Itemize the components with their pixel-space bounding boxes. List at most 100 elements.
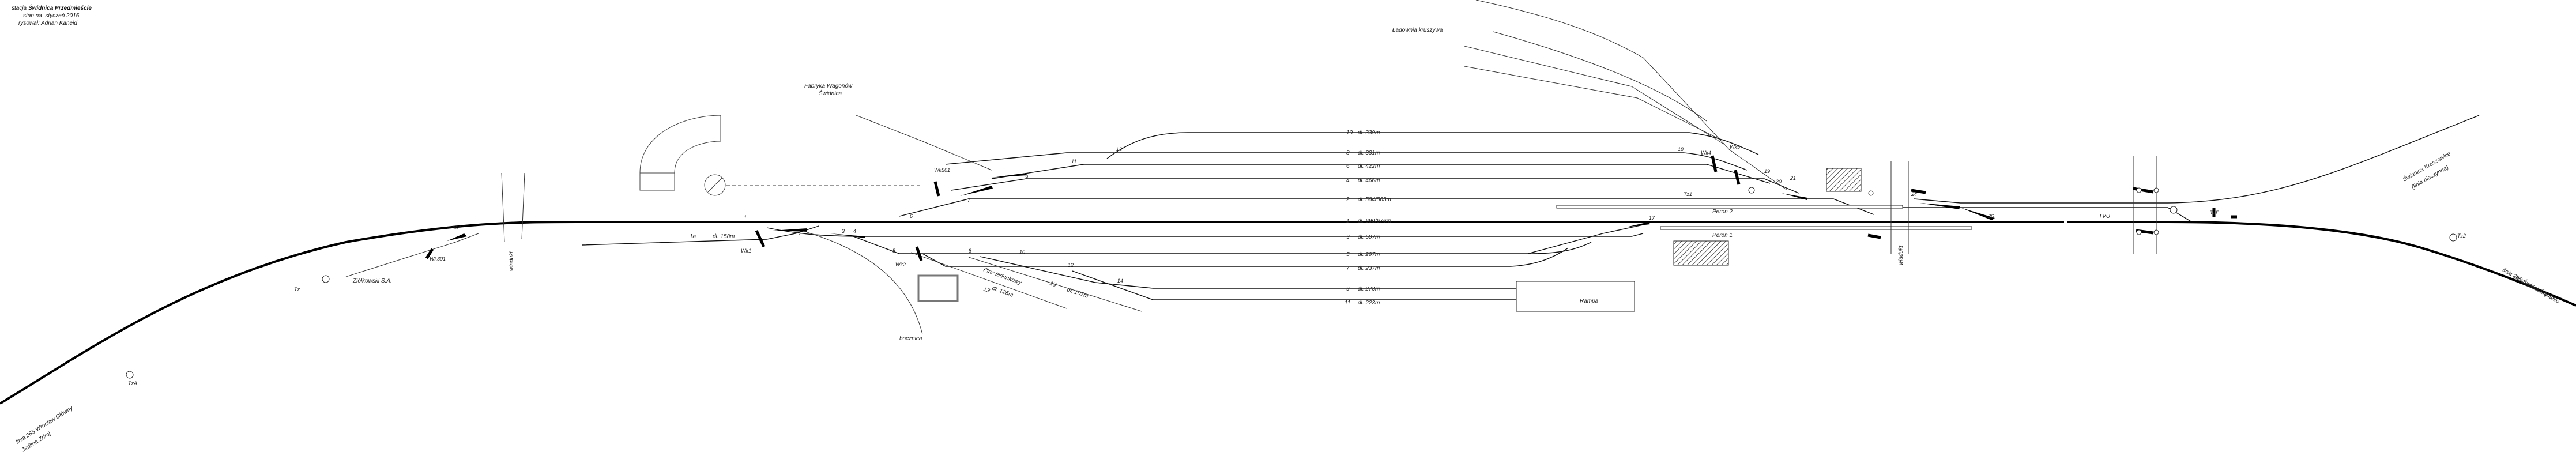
signal-wk1: Wk1	[741, 248, 751, 254]
signal-wk5: Wk5	[1730, 144, 1741, 150]
signal-wk2: Wk2	[895, 262, 906, 268]
signal-tz1: Tz1	[1684, 191, 1692, 197]
label-bocznica: bocznica	[899, 336, 922, 342]
switch-14: 14	[1117, 278, 1123, 284]
label-plac: Plac ładunkowy	[982, 266, 1023, 286]
switch-7: 7	[967, 197, 971, 203]
bridge-left-a	[501, 172, 505, 243]
switch-17: 17	[1649, 215, 1655, 221]
switch-4: 4	[853, 228, 856, 234]
ramp-box	[1516, 281, 1635, 312]
switch-2: 2	[798, 231, 801, 236]
shunting-signals	[126, 187, 2457, 379]
track-13	[910, 252, 1067, 309]
track-9	[980, 256, 1522, 289]
switch-301: 301	[453, 225, 461, 231]
header-date: stan na: styczeń 2016	[23, 13, 80, 19]
track-2-right	[1874, 207, 2191, 222]
switch-8: 8	[969, 248, 971, 254]
track-10	[1106, 132, 1759, 159]
bridge-left-b	[521, 172, 525, 240]
station-name: Świdnica Przedmieście	[28, 5, 92, 12]
track-len-10: dł. 339m	[1358, 130, 1380, 136]
track-len-1a: dł. 158m	[713, 233, 735, 240]
signal-box	[1826, 168, 1862, 192]
switch-20: 20	[1775, 179, 1782, 184]
label-rampa: Rampa	[1580, 298, 1599, 304]
turntable-bridge	[707, 178, 722, 193]
track-no-4: 4	[1346, 178, 1350, 184]
roundhouse	[639, 115, 721, 174]
direction-labels: linia 285 Wrocław Główny Jedlina Zdrój Ś…	[15, 149, 2562, 452]
switch-9: 9	[1025, 174, 1028, 180]
track-no-6: 6	[1346, 163, 1350, 170]
track-len-8: dł. 331m	[1358, 150, 1380, 156]
roundhouse-stall	[639, 172, 675, 191]
switch-6: 6	[910, 213, 913, 219]
signal-tz2: Tz2	[2457, 233, 2466, 239]
track-5	[853, 236, 1592, 254]
track-len-11: dł. 223m	[1358, 300, 1380, 306]
dir-right-bottom-2: Jaworzyna Śląska	[2513, 273, 2558, 303]
track-len-6: dł. 422m	[1358, 163, 1380, 170]
track-no-1: 1	[1346, 218, 1350, 224]
track-17	[1527, 224, 1644, 254]
signal-wk301: Wk301	[430, 256, 446, 262]
siding-ladownia-1	[1475, 0, 1788, 191]
label-wiadukt-left: wiadukt	[509, 251, 515, 271]
track-no-15: 15	[1049, 280, 1057, 288]
track-len-9: dł. 273m	[1358, 286, 1380, 292]
station-building	[1673, 240, 1729, 266]
track-number-labels: 10 8 6 4 2 1 3 5 7 9 11 1a	[690, 130, 1353, 306]
turnout-markers	[447, 173, 1995, 241]
header-prefix: stacja	[12, 5, 27, 12]
track-no-9: 9	[1346, 286, 1350, 292]
track-11	[1072, 270, 1516, 300]
siding-bocznica	[807, 232, 923, 335]
label-fabryka-2: Świdnica	[819, 89, 842, 97]
track-no-13: 13	[982, 286, 991, 294]
warehouse	[917, 274, 959, 302]
track-no-7: 7	[1346, 265, 1350, 272]
track-2-east	[1914, 115, 2480, 204]
signal-tza: TzA	[128, 381, 137, 386]
switch-1: 1	[744, 214, 747, 220]
track-3	[766, 227, 1644, 237]
track-8	[945, 152, 1748, 171]
siding-fabryka	[856, 115, 992, 171]
line-break	[225, 299, 233, 307]
track-1a	[582, 225, 819, 246]
track-len-7: dł. 237m	[1358, 265, 1380, 272]
switch-10: 10	[1019, 249, 1025, 255]
label-ladownia: Ładownia kruszywa	[1392, 27, 1443, 33]
switch-number-labels: 301 1 2 3 4 5 6 7 8 9 10 11 12 13 14 17 …	[453, 146, 1994, 284]
track-len-13: dł. 126m	[991, 285, 1014, 298]
main-line-track-1	[0, 221, 2576, 405]
switch-3: 3	[842, 228, 845, 234]
track-no-10: 10	[1346, 130, 1353, 136]
line-break	[2374, 229, 2378, 235]
track-len-2: dł. 584/563m	[1358, 197, 1391, 203]
signal-tz: Tz	[294, 287, 300, 292]
label-peron-1: Peron 1	[1712, 232, 1733, 239]
track-no-8: 8	[1346, 150, 1350, 156]
track-no-5: 5	[1346, 251, 1350, 258]
label-tvu: TVU	[2099, 213, 2111, 220]
platform-1	[1660, 226, 1972, 230]
switch-21: 21	[1790, 175, 1796, 181]
siding-ladownia-2	[1464, 46, 1724, 145]
label-wiadukt-right: wiadukt	[1898, 245, 1904, 265]
platform-2	[1556, 205, 1903, 209]
track-15	[968, 257, 1142, 312]
track-6	[991, 164, 1771, 184]
signal-wk4: Wk4	[1701, 150, 1711, 156]
signal-name-labels: Wk301 Wk1 Wk2 Wk4 Wk5 Wk501 Tz1 Tz TzA T…	[128, 144, 2466, 386]
siding-ziolkowski	[345, 233, 479, 277]
switch-12: 12	[1068, 262, 1074, 268]
track-len-15: dł. 107m	[1066, 287, 1089, 299]
switch-26: 26	[1987, 213, 1994, 219]
track-7	[922, 247, 1569, 267]
switch-19: 19	[1764, 168, 1770, 174]
track-len-3: dł. 507m	[1358, 234, 1380, 240]
